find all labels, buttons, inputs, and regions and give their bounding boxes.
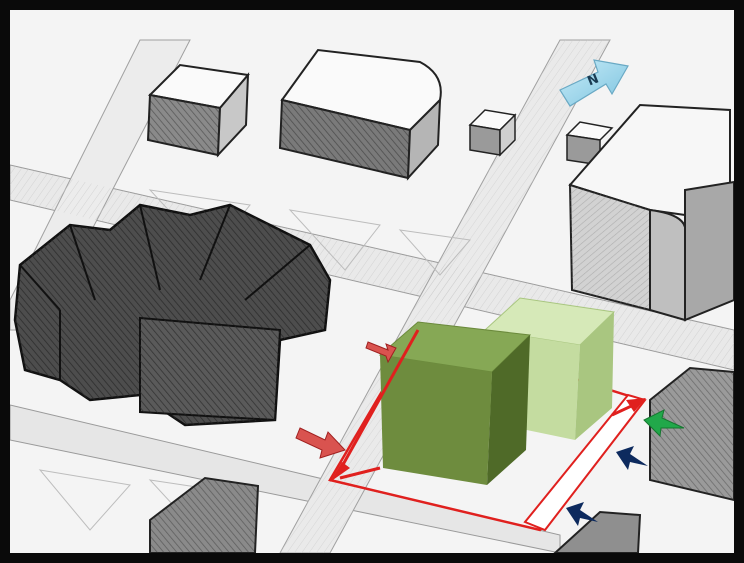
- proposed-block-main: [380, 322, 530, 485]
- site-sketch: N: [10, 10, 734, 553]
